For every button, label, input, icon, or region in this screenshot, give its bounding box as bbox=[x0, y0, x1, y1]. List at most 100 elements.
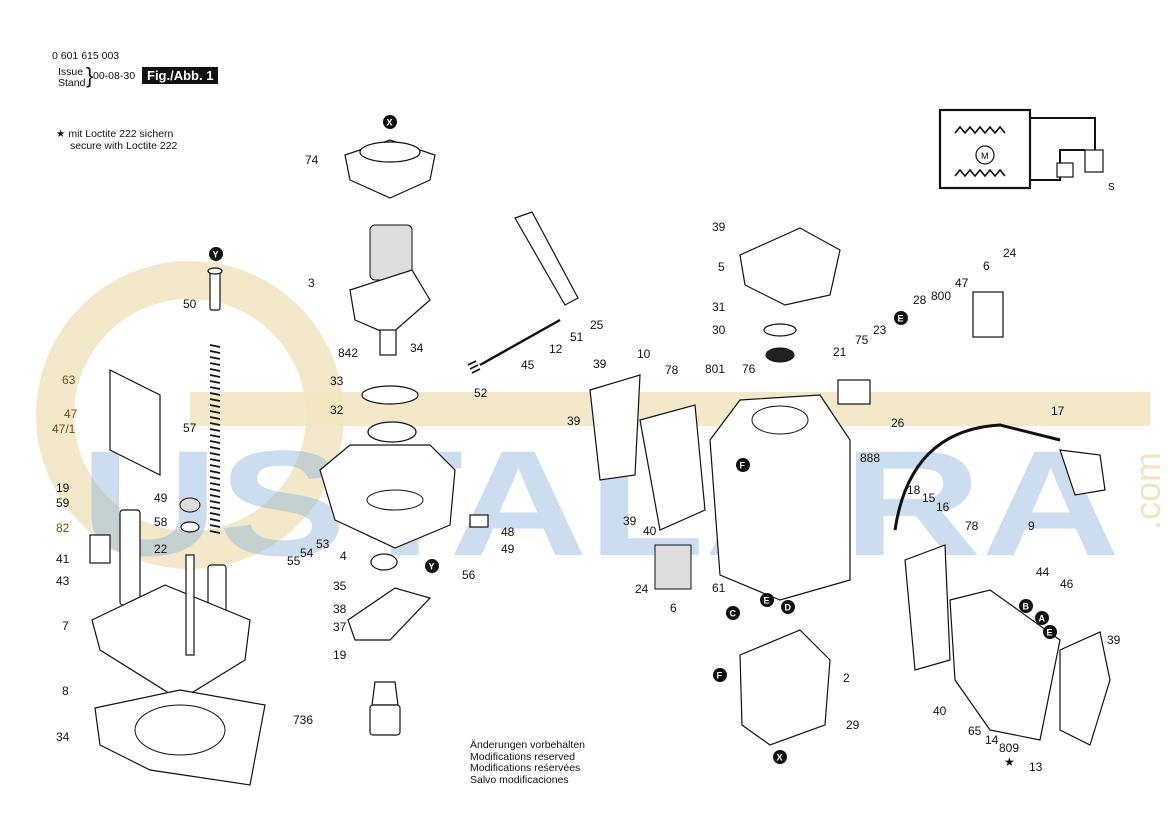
part-label: 800 bbox=[931, 289, 951, 303]
part-label: 18 bbox=[907, 483, 921, 497]
svg-text:C: C bbox=[730, 609, 737, 619]
part-label: 34 bbox=[56, 730, 70, 744]
part-label: 15 bbox=[922, 491, 936, 505]
part-label: 56 bbox=[462, 568, 476, 582]
part-label: 29 bbox=[846, 718, 860, 732]
part-label: 78 bbox=[665, 363, 679, 377]
svg-text:M: M bbox=[981, 151, 989, 161]
marker-d-icon: D bbox=[781, 600, 795, 614]
part-label: 61 bbox=[712, 581, 726, 595]
part-label: 3 bbox=[308, 276, 315, 290]
watermark-suffix: .com bbox=[1127, 452, 1168, 530]
part-label: 55 bbox=[287, 554, 301, 568]
part-label: 21 bbox=[833, 345, 847, 359]
svg-text:E: E bbox=[898, 314, 904, 324]
part-label: 842 bbox=[338, 346, 358, 360]
loctite-note: ★ mit Loctite 222 sichern secure with Lo… bbox=[56, 128, 177, 152]
part-label: 23 bbox=[873, 323, 887, 337]
part-label: 34 bbox=[410, 341, 424, 355]
part-label: 888 bbox=[860, 451, 880, 465]
part-label: 736 bbox=[293, 713, 313, 727]
svg-text:D: D bbox=[785, 603, 792, 613]
marker-f-icon: F bbox=[713, 668, 727, 682]
motor-housing bbox=[589, 227, 1111, 746]
marker-e-icon: E bbox=[1043, 625, 1057, 639]
star-icon: ★ bbox=[56, 128, 66, 140]
part-label: 40 bbox=[643, 524, 657, 538]
part-label: 63 bbox=[62, 373, 76, 387]
part-label: 49 bbox=[154, 491, 168, 505]
disclaimer-line-2: Modifications reserved bbox=[470, 750, 576, 763]
part-label: 37 bbox=[333, 620, 347, 634]
part-labels: 74 3 842 34 33 32 50 63 47 47/1 57 19 59… bbox=[52, 153, 1121, 774]
part-label: 43 bbox=[56, 574, 70, 588]
svg-text:B: B bbox=[1023, 602, 1030, 612]
part-label: 46 bbox=[1060, 577, 1074, 591]
disclaimer-line-4: Salvo modificaciones bbox=[470, 773, 569, 786]
part-label: 19 bbox=[56, 481, 70, 495]
part-label: 6 bbox=[983, 259, 990, 273]
svg-text:X: X bbox=[777, 753, 783, 763]
marker-y-icon: Y bbox=[425, 559, 439, 573]
wiring-schematic: M S bbox=[938, 108, 1115, 193]
part-label: 75 bbox=[855, 333, 869, 347]
part-label: 801 bbox=[705, 362, 725, 376]
marker-f-icon: F bbox=[736, 458, 750, 472]
disclaimer-line-3: Modifications reśervées bbox=[470, 762, 581, 774]
svg-text:S: S bbox=[1108, 182, 1115, 193]
part-label: 25 bbox=[590, 318, 604, 332]
part-label: 14 bbox=[985, 733, 999, 747]
part-label: 22 bbox=[154, 542, 168, 556]
part-label: 6 bbox=[670, 601, 677, 615]
plunge-column-parts bbox=[89, 267, 266, 786]
stand-label: Stand bbox=[58, 77, 86, 89]
note-line-1: mit Loctite 222 sichern bbox=[68, 128, 174, 140]
part-label: 47/1 bbox=[52, 422, 76, 436]
part-label: 40 bbox=[933, 704, 947, 718]
part-label: 45 bbox=[521, 358, 535, 372]
note-line-2: secure with Loctite 222 bbox=[70, 140, 178, 152]
star-icon: ★ bbox=[1004, 755, 1015, 769]
part-label: 19 bbox=[333, 648, 347, 662]
marker-y-icon: Y bbox=[209, 247, 223, 261]
marker-b-icon: B bbox=[1019, 599, 1033, 613]
part-number: 0 601 615 003 bbox=[52, 50, 120, 62]
disclaimer-line-1: Änderungen vorbehalten bbox=[470, 739, 586, 751]
part-label: 7 bbox=[62, 619, 69, 633]
part-label: 33 bbox=[330, 374, 344, 388]
brace: } bbox=[86, 63, 94, 88]
part-label: 28 bbox=[913, 293, 927, 307]
part-label: 13 bbox=[1029, 760, 1043, 774]
part-label: 809 bbox=[999, 741, 1019, 755]
part-label: 78 bbox=[965, 519, 979, 533]
issue-label: Issue bbox=[58, 66, 84, 78]
part-label: 53 bbox=[316, 537, 330, 551]
part-label: 74 bbox=[305, 153, 319, 167]
marker-x-icon: X bbox=[773, 750, 787, 764]
part-label: 59 bbox=[56, 496, 70, 510]
part-label: 52 bbox=[474, 386, 488, 400]
part-label: 41 bbox=[56, 552, 70, 566]
part-label: 9 bbox=[1028, 519, 1035, 533]
part-label: 47 bbox=[955, 276, 969, 290]
armature-and-base bbox=[319, 139, 579, 736]
part-label: 39 bbox=[593, 357, 607, 371]
svg-text:X: X bbox=[387, 118, 393, 128]
figure-label: Fig./Abb. 1 bbox=[142, 67, 219, 84]
marker-a-icon: A bbox=[1035, 611, 1049, 625]
part-label: 8 bbox=[62, 684, 69, 698]
marker-e-icon: E bbox=[894, 311, 908, 325]
svg-text:F: F bbox=[717, 671, 723, 681]
part-label: 65 bbox=[968, 724, 982, 738]
part-label: 12 bbox=[549, 342, 563, 356]
svg-text:Y: Y bbox=[429, 562, 435, 572]
marker-x-icon: X bbox=[383, 115, 397, 129]
part-label: 44 bbox=[1036, 565, 1050, 579]
svg-text:E: E bbox=[1047, 628, 1053, 638]
part-label: 24 bbox=[1003, 246, 1017, 260]
svg-text:Y: Y bbox=[213, 250, 219, 260]
disclaimer: Änderungen vorbehalten Modifications res… bbox=[470, 739, 586, 786]
marker-e-icon: E bbox=[760, 593, 774, 607]
part-label: 48 bbox=[501, 525, 515, 539]
